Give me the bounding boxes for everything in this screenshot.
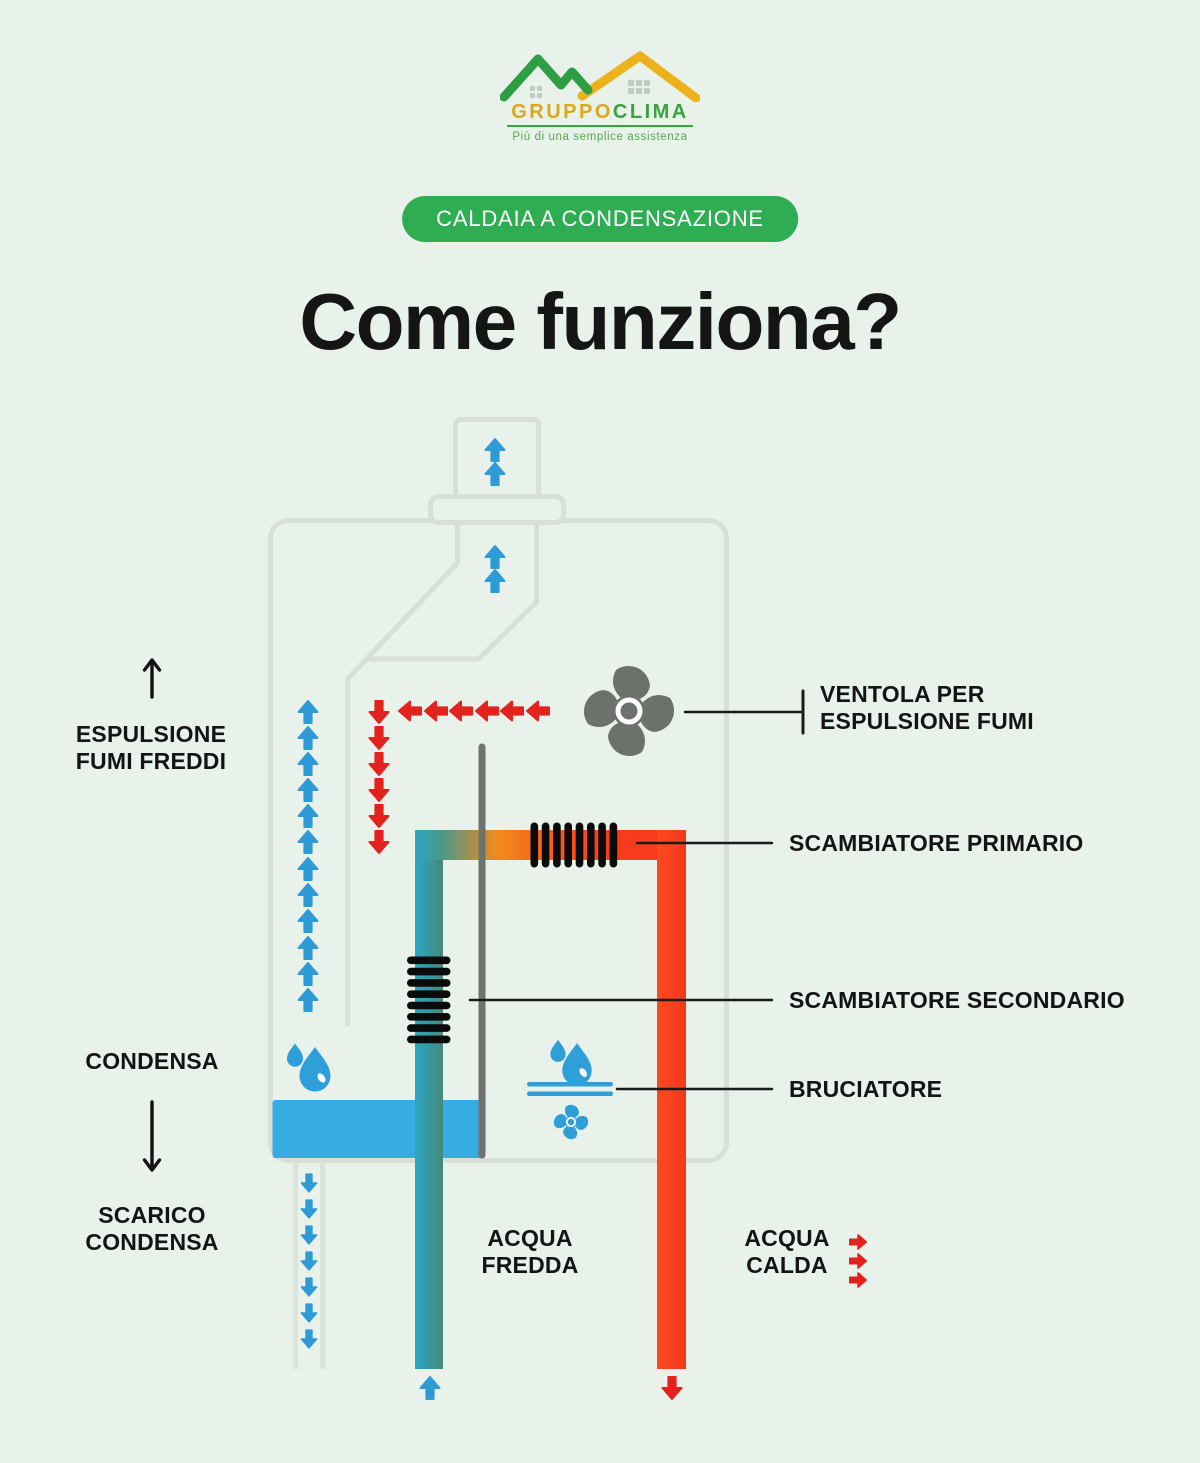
label-ventola-line2: ESPULSIONE FUMI: [820, 708, 1034, 734]
label-acqua-calda-line2: CALDA: [746, 1252, 828, 1278]
burner-icon: [527, 1039, 613, 1141]
side-direction-arrows: [142, 658, 162, 1172]
label-scarico-condensa: SCARICO CONDENSA: [85, 1202, 218, 1256]
label-acqua-calda: ACQUA CALDA: [744, 1225, 829, 1279]
heating-pipe: [415, 830, 686, 860]
page-title: Come funziona?: [299, 277, 902, 366]
logo: GRUPPOCLIMA Più di una semplice assisten…: [0, 50, 1200, 143]
cold-water-in-arrow: [419, 1376, 441, 1400]
fumes-out-up-arrow: [142, 658, 162, 699]
condensate-down-arrow: [142, 1100, 162, 1172]
green-roof: [500, 54, 593, 102]
label-scarico-line1: SCARICO: [98, 1202, 206, 1228]
cold-water-pipe: [415, 830, 443, 1369]
inner-duct-right-wall: [364, 522, 539, 662]
brand-clima: CLIMA: [612, 101, 689, 123]
label-espulsione-line2: FUMI FREDDI: [75, 748, 227, 774]
water-pipes: [415, 830, 686, 1369]
primary-exchanger-coil: [530, 822, 618, 868]
hot-water-out-arrow: [661, 1376, 683, 1400]
label-acqua-calda-line1: ACQUA: [744, 1225, 830, 1251]
label-acqua-fredda-line1: ACQUA: [487, 1225, 573, 1251]
label-condensa: CONDENSA: [85, 1048, 219, 1074]
inner-duct-left-wall: [345, 522, 460, 1027]
label-scarico-line2: CONDENSA: [85, 1229, 219, 1255]
drain-down-arrows: [300, 1173, 318, 1349]
logo-roofs-icon: [500, 51, 700, 102]
callout-lines: [468, 689, 805, 1091]
label-espulsione-fumi: ESPULSIONE FUMI FREDDI: [76, 721, 226, 775]
label-scambiatore-primario: SCAMBIATORE PRIMARIO: [789, 830, 1084, 856]
brand-tagline: Più di una semplice assistenza: [512, 131, 688, 143]
label-bruciatore: BRUCIATORE: [789, 1076, 943, 1102]
logo-windows: [530, 80, 650, 98]
brand-gruppo: GRUPPO: [511, 101, 613, 123]
category-badge: CALDAIA A CONDENSAZIONE: [402, 196, 798, 242]
label-espulsione-line1: ESPULSIONE: [75, 721, 227, 747]
label-acqua-fredda-line2: FREDDA: [481, 1252, 579, 1278]
secondary-exchanger-coil: [407, 956, 451, 1044]
flue-collar: [428, 494, 566, 525]
exhaust-fan-icon: [584, 666, 674, 756]
yellow-roof: [577, 51, 700, 102]
hot-water-right-arrows: [849, 1234, 867, 1288]
label-ventola: VENTOLA PER ESPULSIONE FUMI: [820, 681, 1034, 735]
cold-fumes-up-arrows: [297, 700, 319, 1012]
boiler-casing-outline: [268, 417, 729, 1163]
label-ventola-line1: VENTOLA PER: [820, 681, 985, 707]
condensate-tray: [272, 1100, 483, 1158]
hot-water-pipe: [657, 830, 686, 1369]
brand-name: GRUPPOCLIMA: [507, 102, 693, 127]
condensate-drop-icon: [286, 1043, 331, 1092]
label-acqua-fredda: ACQUA FREDDA: [481, 1225, 578, 1279]
label-scambiatore-secondario: SCAMBIATORE SECONDARIO: [789, 987, 1125, 1013]
condensate-drain-channel: [293, 1161, 325, 1370]
